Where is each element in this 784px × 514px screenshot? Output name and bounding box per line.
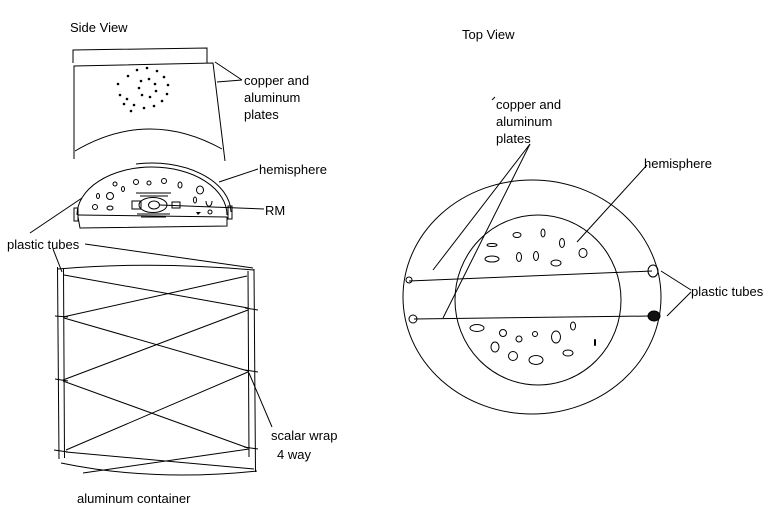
leader-plates-top-1: [433, 144, 530, 270]
side-plates-label: copper and aluminum plates: [244, 72, 309, 123]
top-view-title: Top View: [462, 27, 515, 42]
top-view-drawing: [403, 97, 691, 414]
top-plates-line3: plates: [496, 131, 531, 146]
plate-holes-upper: [485, 229, 587, 266]
plate-stack-outline: [74, 63, 225, 161]
scalar-wrap-label: scalar wrap 4 way: [271, 426, 337, 464]
hemisphere-base-line: [78, 215, 227, 217]
tube-lower: [414, 316, 650, 319]
tube-upper-left-end: [406, 277, 412, 283]
hemisphere-base-strip: [78, 217, 227, 228]
leader-plastic-tubes-to-left-rail: [53, 249, 62, 272]
side-view-drawing: [30, 48, 272, 475]
hemisphere-outline: [77, 167, 227, 215]
tube-upper: [409, 271, 652, 281]
container-label: aluminum container: [77, 491, 191, 506]
side-plastic-tubes-label: plastic tubes: [7, 237, 80, 252]
top-plates-line2: aluminum: [496, 114, 553, 129]
inner-circle-hemisphere: [455, 215, 621, 385]
container-cylinder: [58, 265, 258, 475]
top-plates-label: copper and aluminum plates: [496, 96, 561, 147]
side-view-title: Side View: [70, 20, 128, 35]
scalar-wrap-line1: scalar wrap: [271, 428, 338, 443]
outer-circle: [403, 180, 661, 414]
plate-dots: [116, 66, 170, 113]
top-plates-line1: copper and: [496, 97, 562, 112]
hemisphere-double-arc: [136, 163, 231, 212]
tube-end-right-side: [228, 206, 232, 219]
tube-lower-right-end: [648, 311, 660, 321]
plate-holes-lower: [470, 322, 596, 365]
tube-lower-left-end: [409, 315, 417, 323]
side-plates-line2: aluminum: [244, 90, 301, 105]
leader-rm: [160, 205, 264, 209]
leader-plates-top-2: [443, 144, 530, 318]
tube-upper-right-end: [648, 265, 658, 277]
plate-stack-bottom-arc: [75, 129, 222, 151]
scalar-wrap-line2: 4 way: [277, 447, 311, 462]
plates-label-tick: [492, 97, 495, 100]
leader-plates-side: [215, 62, 242, 82]
hemisphere-elements: [93, 179, 213, 215]
leader-plastic-tubes-to-right-rail: [85, 244, 253, 268]
leader-plastic-tubes-to-dome: [30, 198, 82, 233]
leader-hemisphere-top: [577, 165, 647, 242]
scalar-wrap-lines: [54, 275, 258, 473]
top-plastic-tubes-label: plastic tubes: [691, 284, 764, 299]
tube-end-left-side: [74, 208, 78, 221]
top-hemisphere-label: hemisphere: [644, 156, 712, 171]
plate-stack-lid: [73, 48, 207, 63]
side-plates-line3: plates: [244, 107, 279, 122]
side-hemisphere-label: hemisphere: [259, 162, 327, 177]
side-plates-line1: copper and: [244, 73, 310, 88]
rm-label: RM: [265, 203, 286, 218]
leader-scalar-wrap: [249, 373, 272, 427]
leader-hemisphere-side: [219, 169, 258, 182]
leader-plastic-tubes-upper: [661, 271, 691, 290]
leader-plastic-tubes-lower: [667, 292, 691, 316]
rm-core: [132, 193, 180, 217]
